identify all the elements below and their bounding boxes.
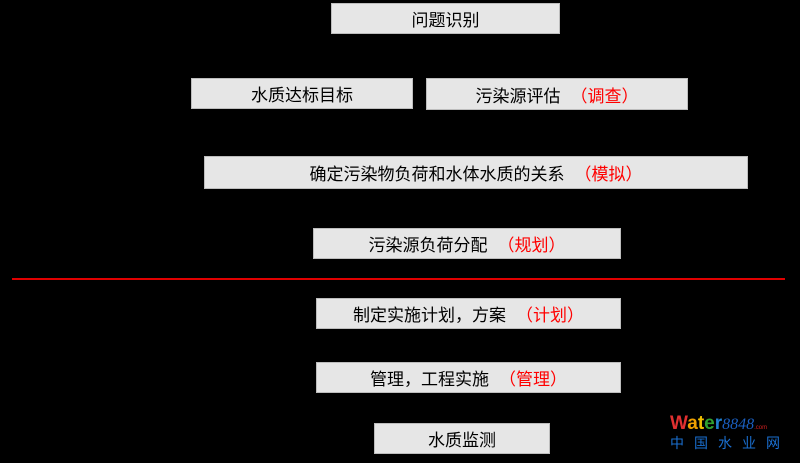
watermark-suffix: .com xyxy=(754,425,768,431)
step-note: （模拟） xyxy=(574,165,643,185)
step-note: （管理） xyxy=(499,370,567,390)
step-label: 污染源负荷分配 xyxy=(368,236,488,256)
step-label: 水质监测 xyxy=(428,431,496,451)
step-load-quality-relationship: 确定污染物负荷和水体水质的关系 （模拟） xyxy=(204,156,748,189)
step-note: （调查） xyxy=(570,86,639,107)
divider-line xyxy=(12,278,785,280)
step-water-quality-target: 水质达标目标 xyxy=(191,78,413,109)
step-monitoring: 水质监测 xyxy=(374,423,550,454)
step-label: 问题识别 xyxy=(411,11,480,31)
step-label: 污染源评估 xyxy=(475,86,561,107)
step-note: （规划） xyxy=(497,236,566,256)
step-label: 确定污染物负荷和水体水质的关系 xyxy=(309,165,565,185)
step-problem-identification: 问题识别 xyxy=(331,3,560,34)
step-load-allocation: 污染源负荷分配 （规划） xyxy=(313,228,621,259)
watermark-number: 8848 xyxy=(722,416,755,433)
step-management: 管理，工程实施 （管理） xyxy=(316,362,621,393)
step-label: 制定实施计划，方案 xyxy=(353,306,506,326)
step-note: （计划） xyxy=(516,306,584,326)
watermark-brand: Water xyxy=(670,413,723,434)
step-label: 水质达标目标 xyxy=(251,86,353,106)
step-implementation-plan: 制定实施计划，方案 （计划） xyxy=(316,298,621,329)
step-label: 管理，工程实施 xyxy=(370,370,489,390)
watermark-cn: 中国水业网 xyxy=(670,435,790,451)
step-pollution-source-assessment: 污染源评估 （调查） xyxy=(426,78,688,110)
watermark-logo: Water8848.com 中国水业网 xyxy=(670,413,798,453)
